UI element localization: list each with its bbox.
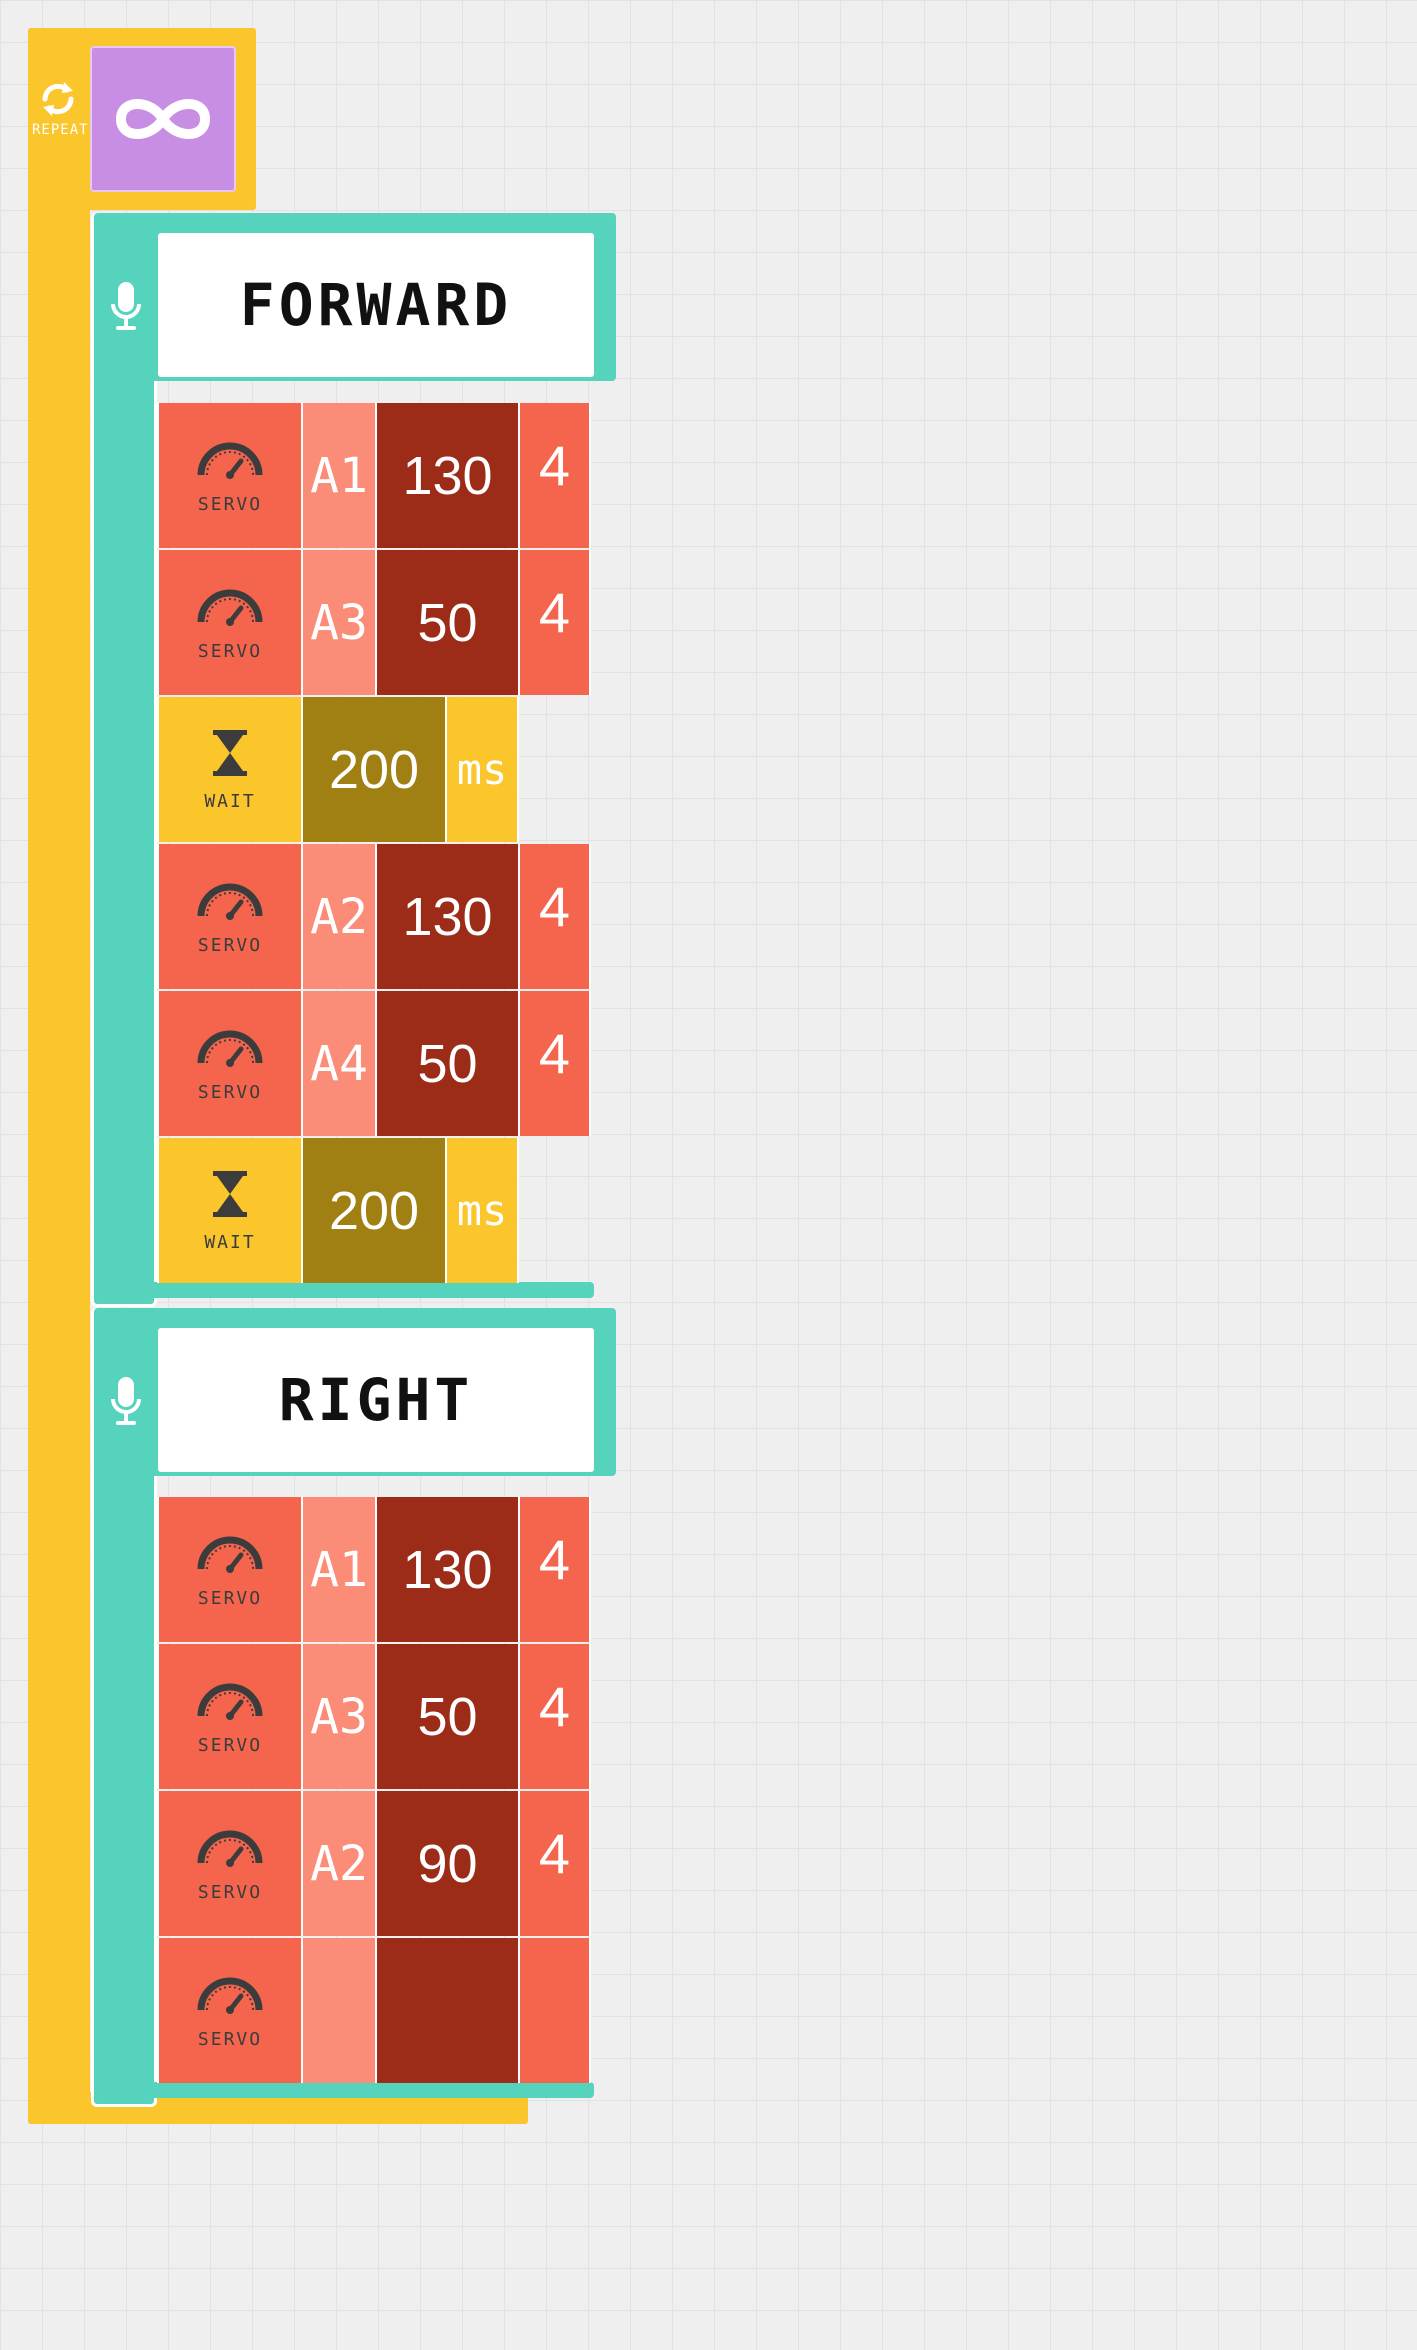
servo-speed-field[interactable]: 4 bbox=[520, 1497, 591, 1642]
wait-unit-label: ms bbox=[447, 697, 519, 842]
servo-angle-field[interactable]: 130 bbox=[377, 1497, 520, 1642]
servo-icon-cell[interactable]: SERVO bbox=[159, 1497, 303, 1642]
servo-angle-field[interactable]: 50 bbox=[377, 991, 520, 1136]
servo-speed-field[interactable]: 4 bbox=[520, 1791, 591, 1936]
wait-icon-cell[interactable]: WAIT bbox=[159, 1138, 303, 1283]
event-block-forward[interactable] bbox=[91, 213, 157, 1307]
servo-label: SERVO bbox=[197, 1881, 263, 1903]
servo-icon-cell[interactable]: SERVO bbox=[159, 991, 303, 1136]
gauge-icon bbox=[195, 437, 265, 486]
gauge-icon bbox=[195, 1678, 265, 1727]
servo-command-row[interactable]: SERVO bbox=[157, 1938, 591, 2083]
servo-label: SERVO bbox=[197, 934, 263, 956]
servo-icon-cell[interactable]: SERVO bbox=[159, 844, 303, 989]
servo-speed-field[interactable]: 4 bbox=[520, 844, 591, 989]
wait-label: WAIT bbox=[204, 1231, 256, 1253]
wait-icon-cell[interactable]: WAIT bbox=[159, 697, 303, 842]
servo-icon-cell[interactable]: SERVO bbox=[159, 1644, 303, 1789]
hourglass-icon bbox=[210, 728, 250, 783]
servo-angle-field[interactable]: 50 bbox=[377, 1644, 520, 1789]
wait-duration-field[interactable]: 200 bbox=[303, 1138, 447, 1283]
event-block-footer bbox=[94, 1282, 594, 1298]
servo-port-field[interactable]: A3 bbox=[303, 550, 377, 695]
microphone-icon bbox=[111, 1375, 141, 1434]
servo-angle-field[interactable] bbox=[377, 1938, 520, 2083]
gauge-icon bbox=[195, 1972, 265, 2021]
servo-icon-cell[interactable]: SERVO bbox=[159, 1791, 303, 1936]
servo-angle-field[interactable]: 130 bbox=[377, 403, 520, 548]
repeat-icon: REPEAT bbox=[32, 78, 88, 138]
servo-port-field[interactable]: A4 bbox=[303, 991, 377, 1136]
servo-label: SERVO bbox=[197, 1081, 263, 1103]
servo-angle-field[interactable]: 50 bbox=[377, 550, 520, 695]
servo-port-field[interactable]: A2 bbox=[303, 844, 377, 989]
wait-unit-label: ms bbox=[447, 1138, 519, 1283]
servo-port-field[interactable] bbox=[303, 1938, 377, 2083]
gauge-icon bbox=[195, 1025, 265, 1074]
event-name-field[interactable]: FORWARD bbox=[158, 233, 594, 377]
gauge-icon bbox=[195, 878, 265, 927]
servo-port-field[interactable]: A3 bbox=[303, 1644, 377, 1789]
hourglass-icon bbox=[210, 1169, 250, 1224]
gauge-icon bbox=[195, 584, 265, 633]
servo-angle-field[interactable]: 130 bbox=[377, 844, 520, 989]
infinite-loop-button[interactable] bbox=[90, 46, 236, 192]
servo-icon-cell[interactable]: SERVO bbox=[159, 550, 303, 695]
servo-angle-field[interactable]: 90 bbox=[377, 1791, 520, 1936]
event-name-field[interactable]: RIGHT bbox=[158, 1328, 594, 1472]
servo-speed-field[interactable]: 4 bbox=[520, 403, 591, 548]
servo-label: SERVO bbox=[197, 1587, 263, 1609]
servo-port-field[interactable]: A1 bbox=[303, 403, 377, 548]
event-block-footer bbox=[94, 2082, 594, 2098]
servo-port-field[interactable]: A1 bbox=[303, 1497, 377, 1642]
servo-label: SERVO bbox=[197, 640, 263, 662]
servo-label: SERVO bbox=[197, 493, 263, 515]
servo-speed-field[interactable] bbox=[520, 1938, 591, 2083]
repeat-label: REPEAT bbox=[32, 122, 89, 138]
infinity-icon bbox=[116, 99, 210, 139]
refresh-icon bbox=[42, 82, 74, 116]
servo-icon-cell[interactable]: SERVO bbox=[159, 403, 303, 548]
servo-speed-field[interactable]: 4 bbox=[520, 1644, 591, 1789]
servo-icon-cell[interactable]: SERVO bbox=[159, 1938, 303, 2083]
wait-duration-field[interactable]: 200 bbox=[303, 697, 447, 842]
servo-speed-field[interactable]: 4 bbox=[520, 550, 591, 695]
repeat-block[interactable] bbox=[28, 28, 90, 2124]
servo-label: SERVO bbox=[197, 2028, 263, 2050]
servo-speed-field[interactable]: 4 bbox=[520, 991, 591, 1136]
wait-label: WAIT bbox=[204, 790, 256, 812]
servo-port-field[interactable]: A2 bbox=[303, 1791, 377, 1936]
gauge-icon bbox=[195, 1825, 265, 1874]
servo-label: SERVO bbox=[197, 1734, 263, 1756]
microphone-icon bbox=[111, 280, 141, 339]
gauge-icon bbox=[195, 1531, 265, 1580]
